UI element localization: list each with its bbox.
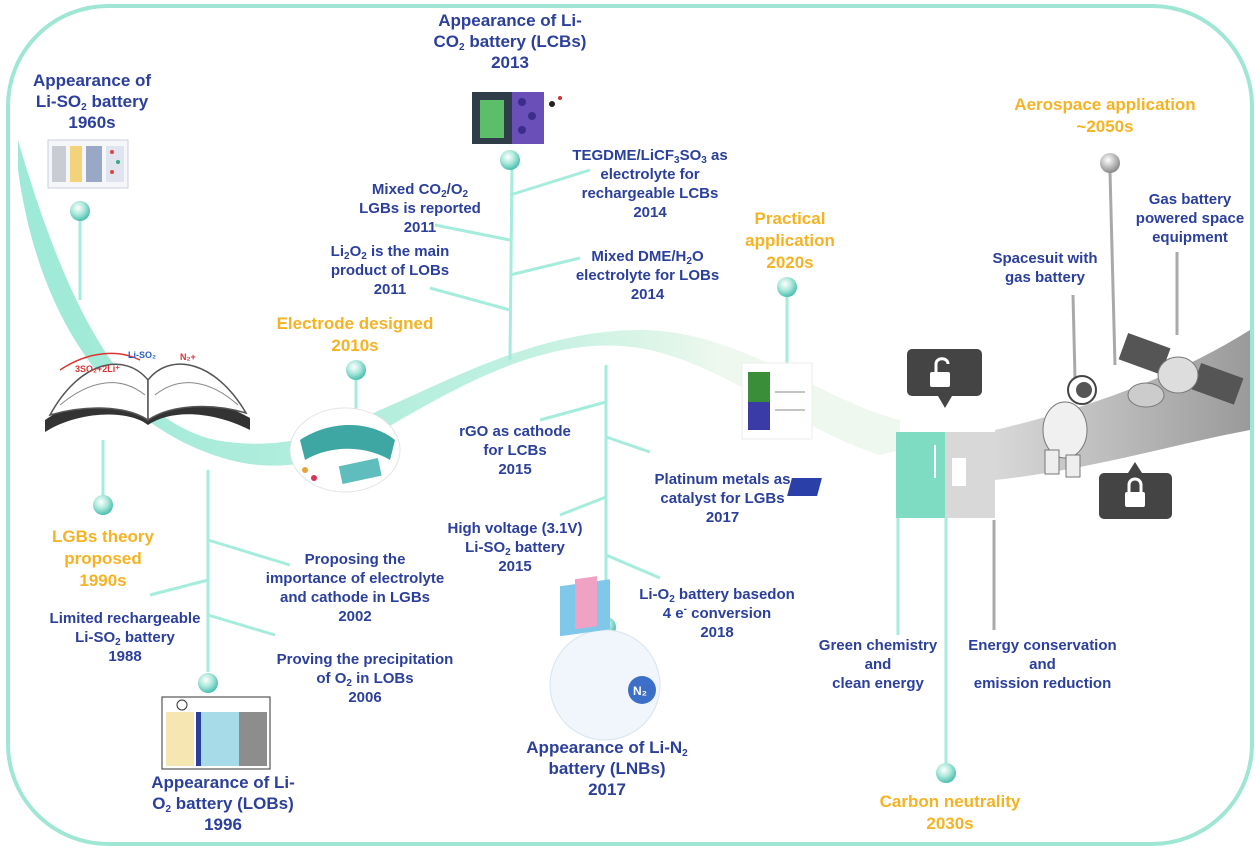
svg-text:N₂+: N₂+ xyxy=(180,352,196,362)
node-marker-icon xyxy=(936,763,956,783)
event-li-o2-4e: Li-O2 battery basedon 4 e- conversion 20… xyxy=(639,586,795,641)
event-proving: Proving the precipitation of O2 in LOBs … xyxy=(276,651,454,706)
event-energy-conservation: Energy conservation and emission reducti… xyxy=(968,637,1117,692)
node-marker-icon xyxy=(346,360,366,380)
open-book-image: 3SO₂+2Li⁺ Li-SO₂ N₂+ xyxy=(45,350,250,432)
node-marker-icon xyxy=(198,673,218,693)
node-marker-icon xyxy=(777,277,797,297)
milestone-year: 1960s xyxy=(68,113,116,132)
event-proposing: Proposing the importance of electrolyte … xyxy=(265,551,445,625)
satellite-image xyxy=(1118,332,1244,408)
event-rgo: rGO as cathode for LCBs 2015 xyxy=(459,423,571,478)
svg-text:3SO₂+2Li⁺: 3SO₂+2Li⁺ xyxy=(75,364,120,374)
li-o2-battery-image xyxy=(161,696,271,770)
grey-lines xyxy=(992,171,1179,630)
event-high-voltage: High voltage (3.1V) Li-SO2 battery 2015 xyxy=(447,520,583,575)
unlock-icon xyxy=(907,349,982,408)
astronaut-image xyxy=(1042,375,1097,478)
milestone-title: Appearance of xyxy=(32,71,152,90)
electrode-image xyxy=(289,407,401,493)
event-mixed-co2: Mixed CO2/O2 LGBs is reported 2011 xyxy=(359,181,481,236)
node-marker-icon xyxy=(1100,153,1120,173)
event-green-chemistry: Green chemistry and clean energy xyxy=(818,637,938,692)
li-co2-battery-image xyxy=(472,92,562,144)
milestone-li-n2: Appearance of Li-N2 battery (LNBs) 2017 xyxy=(526,738,688,799)
event-limited: Limited rechargeable Li-SO2 battery 1988 xyxy=(49,610,201,665)
milestone-lgb-theory: LGBs theory proposed 1990s xyxy=(51,527,155,590)
branch-lines xyxy=(78,164,948,765)
milestone-electrode: Electrode designed 2010s xyxy=(276,314,434,355)
cylindrical-cell-image xyxy=(741,362,813,440)
lock-icon xyxy=(1099,462,1172,519)
event-dme: Mixed DME/H2O electrolyte for LOBs 2014 xyxy=(575,248,720,303)
milestone-li-co2: Appearance of Li- CO2 battery (LCBs) 201… xyxy=(433,11,587,72)
event-platinum: Platinum metals as catalyst for LGBs 201… xyxy=(654,471,791,526)
milestone-li-o2: Appearance of Li- O2 battery (LOBs) 1996 xyxy=(151,773,295,834)
milestone-carbon: Carbon neutrality 2030s xyxy=(879,792,1021,833)
event-gas-space: Gas battery powered space equipment xyxy=(1135,191,1245,246)
milestone-practical: Practical application 2020s xyxy=(745,209,835,272)
event-spacesuit: Spacesuit with gas battery xyxy=(992,250,1098,286)
li-n2-battery-image: N₂ xyxy=(549,576,661,741)
svg-text:Li-SO₂: Li-SO₂ xyxy=(128,350,156,360)
milestone-aerospace: Aerospace application ~2050s xyxy=(1014,95,1196,136)
green-city-image xyxy=(787,432,995,518)
milestone-li-so2: Appearance of Li-SO2 battery 1960s xyxy=(22,70,162,133)
node-markers xyxy=(70,150,1120,783)
node-marker-icon xyxy=(93,495,113,515)
node-marker-icon xyxy=(500,150,520,170)
li-so2-schematic-image xyxy=(47,139,129,189)
event-tegdme: TEGDME/LiCF3SO3 as electrolyte for recha… xyxy=(572,147,728,221)
node-marker-icon xyxy=(70,201,90,221)
outer-border xyxy=(6,4,1254,846)
event-li2o2: Li2O2 is the main product of LOBs 2011 xyxy=(330,243,450,298)
svg-text:N₂: N₂ xyxy=(633,684,647,698)
